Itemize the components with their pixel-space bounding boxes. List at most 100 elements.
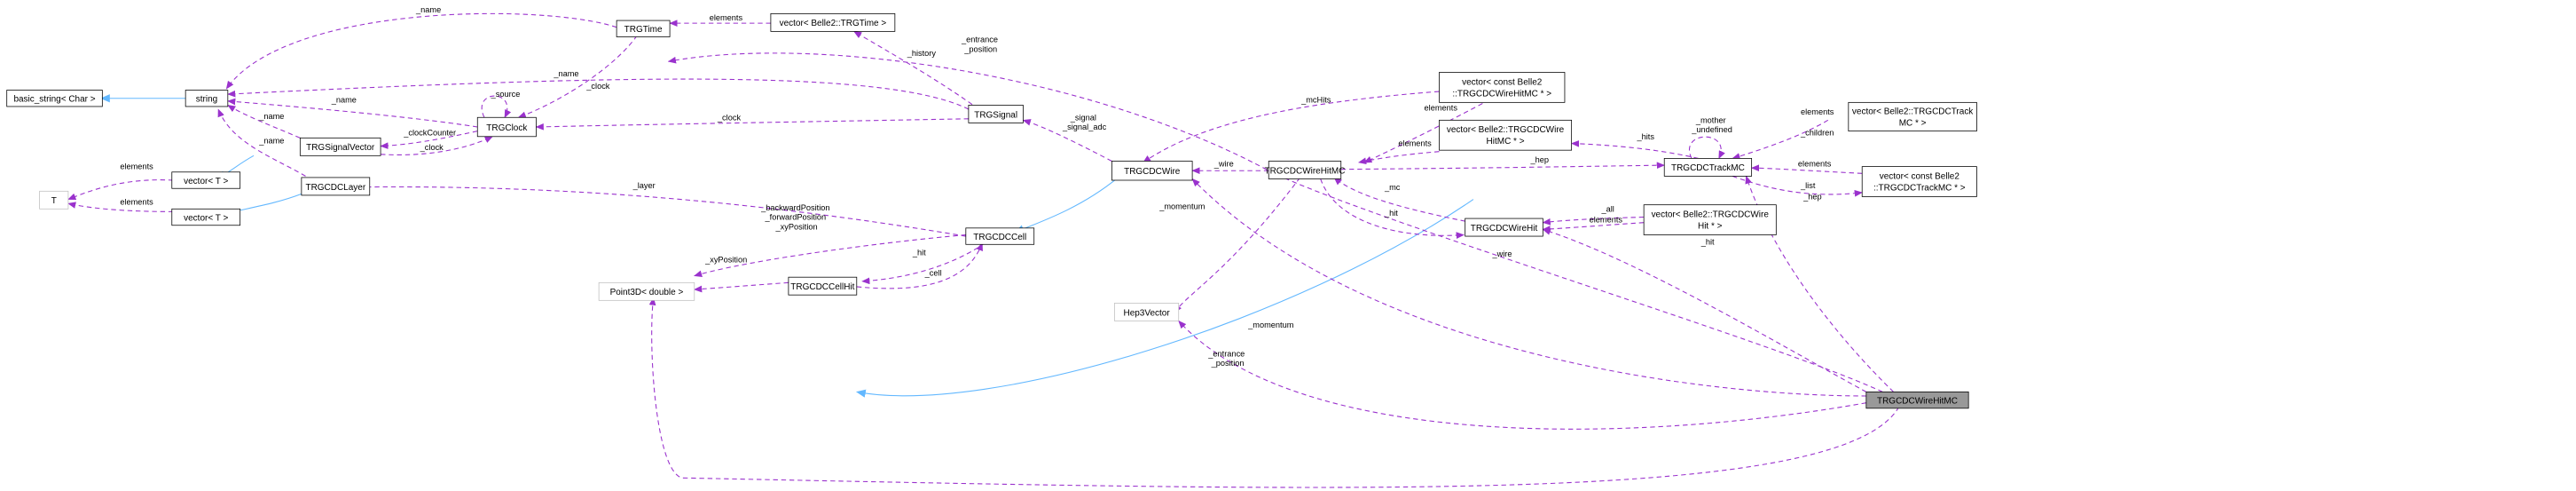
label-clockcounter: _clockCounter — [403, 128, 456, 137]
edge-wirehit-mc — [1333, 177, 1465, 222]
svg-text:vector< Belle2::TRGCDCTrack: vector< Belle2::TRGCDCTrack — [1852, 107, 1973, 116]
svg-text:vector< const Belle2: vector< const Belle2 — [1880, 171, 1960, 181]
label-signal: _signal _signal_adc — [1062, 113, 1107, 131]
label-entrance-top: _entrance _position — [961, 36, 1001, 54]
edge-clock-name — [227, 98, 478, 128]
svg-text:::TRGCDCTrackMC * >: ::TRGCDCTrackMC * > — [1873, 184, 1966, 194]
node-trgclock[interactable]: TRGClock — [476, 116, 537, 138]
node-point3d[interactable]: Point3D< double > — [598, 281, 695, 301]
label-hit-cell: _hit — [912, 249, 926, 257]
label-cellpos: _backwardPosition _forwardPosition _xyPo… — [760, 203, 832, 232]
edge-whmc-elements-p — [1357, 151, 1440, 164]
edge-focus-momentum — [1178, 320, 1866, 430]
label-children: _children — [1800, 128, 1834, 137]
node-trgsignal[interactable]: TRGSignal — [968, 105, 1024, 123]
edge-cell-inherits-wire — [1014, 178, 1118, 234]
edge-trgtime-name — [225, 12, 617, 90]
edge-clock-clockcounter — [380, 131, 478, 149]
node-trgcdcwirehitmc[interactable]: TRGCDCWireHitMC — [1265, 161, 1346, 179]
label-name-clock: _name — [331, 95, 357, 104]
label-cell: _cell — [924, 269, 942, 278]
edge-whmc-hep — [1340, 162, 1665, 170]
edge-focus-wire — [1191, 178, 1866, 397]
label-list: _list — [1800, 181, 1816, 190]
svg-text:TRGCDCWireHit: TRGCDCWireHit — [1471, 224, 1538, 234]
edge-signal-history — [853, 30, 979, 110]
edge-clock-source — [481, 95, 512, 118]
label-elements-whmcp: elements — [1398, 139, 1432, 148]
node-trgcdcwirehit[interactable]: TRGCDCWireHit — [1465, 218, 1543, 237]
label-momentum-mid: _momentum — [1158, 202, 1206, 210]
node-vector-trackmc-ptr[interactable]: vector< Belle2::TRGCDCTrack MC * > — [1848, 101, 1977, 132]
label-hit-focus: _hit — [1700, 237, 1715, 246]
node-T[interactable]: T — [39, 190, 69, 210]
svg-text:TRGCDCCell: TRGCDCCell — [973, 233, 1026, 242]
svg-text:HitMC * >: HitMC * > — [1487, 137, 1525, 147]
label-hep-focus: _hep — [1802, 193, 1822, 202]
edge-focus-hep — [1745, 175, 1894, 392]
node-trgsignalvector[interactable]: TRGSignalVector — [299, 137, 381, 156]
label-name-signal: _name — [553, 69, 578, 78]
label-history: _history — [907, 49, 937, 58]
edge-trackmc-hits — [1570, 140, 1699, 159]
edge-cell-positions — [694, 234, 966, 277]
svg-text:vector< T >: vector< T > — [184, 213, 228, 223]
label-layer: _layer — [632, 181, 656, 190]
edge-whmc-momentum — [1174, 177, 1301, 313]
label-elements-whp: elements — [1590, 216, 1623, 225]
node-trgcdcwire[interactable]: TRGCDCWire — [1111, 161, 1193, 181]
svg-text:vector< const Belle2: vector< const Belle2 — [1462, 77, 1543, 87]
node-trgcdccellhit[interactable]: TRGCDCCellHit — [788, 276, 858, 296]
svg-text:TRGCDCWireHitMC: TRGCDCWireHitMC — [1877, 396, 1958, 406]
node-vector-const-wirehitmc[interactable]: vector< const Belle2 ::TRGCDCWireHitMC *… — [1439, 72, 1566, 103]
svg-text:TRGCDCWireHitMC: TRGCDCWireHitMC — [1265, 166, 1346, 176]
node-trgcdccell[interactable]: TRGCDCCell — [965, 227, 1035, 245]
label-elements-consttrackmc: elements — [1798, 160, 1832, 169]
edge-wire-signal — [1022, 119, 1112, 162]
edge-vectorT2-elements — [67, 202, 174, 212]
svg-text:Hep3Vector: Hep3Vector — [1123, 308, 1170, 318]
edge-vecwhmc-mchits — [1143, 91, 1440, 163]
node-trgtime[interactable]: TRGTime — [616, 20, 671, 37]
edge-whmc-hit — [1320, 178, 1465, 239]
edge-labels: _name elements _history _entrance _posit… — [120, 5, 1834, 368]
label-mc: _mc — [1384, 183, 1401, 192]
node-vector-T-2[interactable]: vector< T > — [171, 208, 241, 226]
edge-focus-hit — [1542, 228, 1867, 392]
edge-trackmc-elements — [1732, 119, 1829, 160]
node-trgcdclayer[interactable]: TRGCDCLayer — [301, 177, 371, 196]
node-vector-wirehitmc-ptr[interactable]: vector< Belle2::TRGCDCWire HitMC * > — [1439, 119, 1573, 151]
node-trgcdctrackmc[interactable]: TRGCDCTrackMC — [1663, 158, 1753, 177]
label-mchits: _mcHits — [1300, 95, 1331, 104]
node-vector-trgtime[interactable]: vector< Belle2::TRGTime > — [770, 12, 896, 32]
edge-cell-layer — [359, 183, 966, 237]
node-vector-T-1[interactable]: vector< T > — [171, 171, 241, 189]
label-elements-trackmc: elements — [1801, 107, 1834, 116]
svg-text:T: T — [51, 196, 57, 206]
svg-text:vector< Belle2::TRGTime >: vector< Belle2::TRGTime > — [780, 19, 887, 28]
edge-cellhit-cell — [856, 242, 983, 289]
label-mother: _mother _undefined — [1691, 115, 1732, 134]
svg-text:Point3D< double >: Point3D< double > — [610, 288, 684, 297]
svg-text:::TRGCDCWireHitMC * >: ::TRGCDCWireHitMC * > — [1452, 89, 1551, 99]
label-entrance-bottom: _entrance _position — [1207, 349, 1247, 368]
label-hep: _hep — [1530, 155, 1550, 164]
node-hep3vector[interactable]: Hep3Vector — [1114, 303, 1180, 321]
edges — [67, 12, 1900, 488]
edge-whmc-elements-const — [1363, 99, 1490, 163]
node-vector-wirehit-ptr[interactable]: vector< Belle2::TRGCDCWire Hit * > — [1643, 204, 1777, 235]
node-focus-trgcdcwirehitmc[interactable]: TRGCDCWireHitMC — [1865, 391, 1969, 409]
edge-trackmc-elements-const — [1750, 164, 1863, 174]
svg-text:vector< Belle2::TRGCDCWire: vector< Belle2::TRGCDCWire — [1652, 210, 1770, 220]
label-wire-mid: _wire — [1213, 160, 1234, 169]
svg-text:TRGCDCWire: TRGCDCWire — [1124, 167, 1181, 177]
edge-sigvec-name — [227, 104, 301, 139]
label-clock-sigvec: _clock — [420, 143, 444, 152]
node-string[interactable]: string — [185, 90, 229, 107]
label-elements-constwhmc: elements — [1425, 104, 1458, 113]
node-vector-const-trackmc[interactable]: vector< const Belle2 ::TRGCDCTrackMC * > — [1861, 166, 1977, 197]
svg-text:basic_string< Char >: basic_string< Char > — [13, 95, 95, 105]
label-clock-time: _clock — [585, 82, 610, 91]
node-basic-string[interactable]: basic_string< Char > — [6, 90, 103, 107]
edge-vecwhp-all — [1542, 216, 1645, 226]
